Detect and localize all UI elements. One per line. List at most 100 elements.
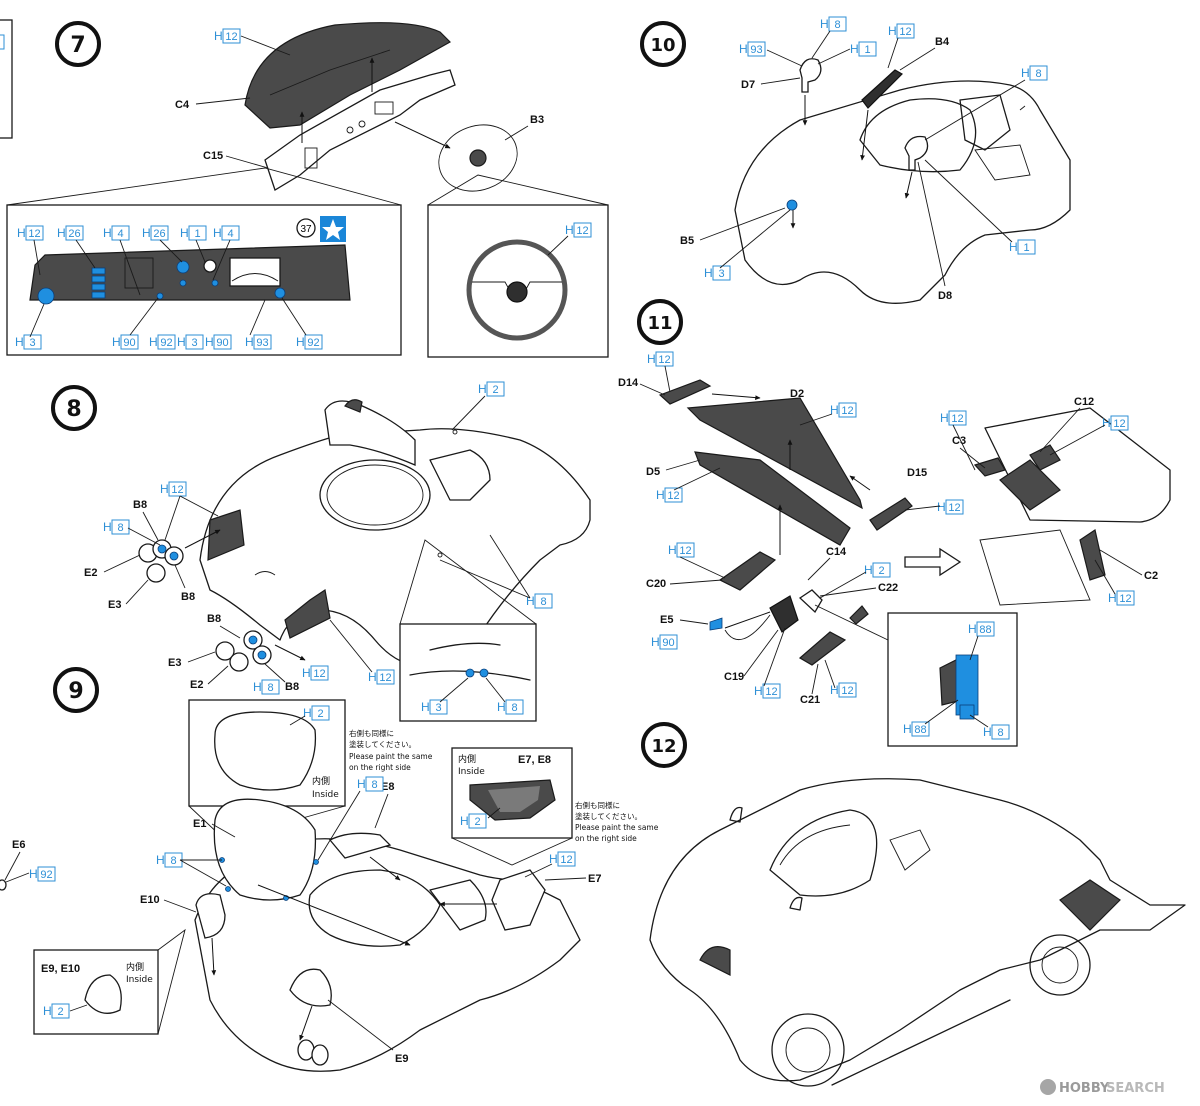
e9-inside-jp: 内側 <box>126 961 144 973</box>
windshield-inside-en: Inside <box>312 790 339 800</box>
svg-text:H: H <box>830 683 839 697</box>
note-right-side-jp-1: 右側も同様に <box>349 728 394 738</box>
svg-text:1: 1 <box>194 228 200 240</box>
svg-text:88: 88 <box>914 724 926 736</box>
part-label-e10: E10 <box>140 894 160 906</box>
part-label-b8-4: B8 <box>285 681 299 693</box>
note-e7-en-1: Please paint the same <box>575 823 659 832</box>
step-8-number: 8 <box>66 397 81 422</box>
part-label-b5: B5 <box>680 235 694 247</box>
svg-text:26: 26 <box>68 228 80 240</box>
svg-text:H: H <box>830 403 839 417</box>
svg-text:H: H <box>17 226 26 240</box>
headlight-bulbs-upper <box>138 539 184 583</box>
svg-text:12: 12 <box>171 484 183 496</box>
svg-text:3: 3 <box>29 337 35 349</box>
part-label-b3: B3 <box>530 114 544 126</box>
part-label-e7: E7 <box>588 873 601 885</box>
headlight-right-step8 <box>284 588 331 639</box>
window-e8 <box>328 832 392 859</box>
headlight-bulbs-lower <box>215 630 272 672</box>
svg-text:92: 92 <box>40 869 52 881</box>
svg-text:H: H <box>142 226 151 240</box>
svg-text:H: H <box>245 335 254 349</box>
svg-text:2: 2 <box>57 1006 63 1018</box>
mirror-d8 <box>904 135 929 171</box>
step-7-number: 7 <box>70 33 85 58</box>
svg-text:H: H <box>160 482 169 496</box>
svg-text:12: 12 <box>667 490 679 502</box>
part-label-b8-1: B8 <box>133 499 147 511</box>
svg-text:12: 12 <box>379 672 391 684</box>
window-e7 <box>491 869 546 931</box>
svg-text:8: 8 <box>997 727 1003 739</box>
e7-inside-jp: 内側 <box>458 753 476 765</box>
part-label-e8: E8 <box>381 781 394 793</box>
svg-text:H: H <box>754 684 763 698</box>
part-label-e1: E1 <box>193 818 206 830</box>
svg-text:88: 88 <box>979 624 991 636</box>
svg-text:H: H <box>565 223 574 237</box>
svg-text:12: 12 <box>313 668 325 680</box>
svg-text:H: H <box>983 725 992 739</box>
marker-circle-37 <box>296 218 316 238</box>
paint-h12-c4: H 12 <box>214 28 241 44</box>
svg-text:H: H <box>1102 416 1111 430</box>
svg-text:H: H <box>704 266 713 280</box>
svg-text:H: H <box>864 563 873 577</box>
svg-text:90: 90 <box>123 337 135 349</box>
svg-text:H: H <box>112 335 121 349</box>
svg-text:12: 12 <box>576 225 588 237</box>
svg-text:12: 12 <box>1119 593 1131 605</box>
svg-text:H: H <box>1009 240 1018 254</box>
part-e5 <box>709 617 723 631</box>
step-11-number: 11 <box>647 313 672 334</box>
step-9-badge <box>53 667 99 713</box>
svg-text:H: H <box>296 335 305 349</box>
e7-inside-en: Inside <box>458 767 485 777</box>
part-label-e9-e10: E9, E10 <box>41 963 80 975</box>
svg-text:12: 12 <box>951 413 963 425</box>
svg-text:H: H <box>43 1004 52 1018</box>
svg-text:H: H <box>214 29 223 43</box>
svg-text:26: 26 <box>153 228 165 240</box>
svg-text:2: 2 <box>317 708 323 720</box>
svg-text:12: 12 <box>841 405 853 417</box>
svg-text:H: H <box>29 867 38 881</box>
steering-wheel-b3 <box>438 124 518 192</box>
svg-text:H: H <box>850 42 859 56</box>
left-edge-paint-box <box>0 34 5 50</box>
svg-text:12: 12 <box>899 26 911 38</box>
svg-text:H: H <box>668 543 677 557</box>
rear-wheel <box>1029 934 1091 996</box>
svg-text:H: H <box>739 42 748 56</box>
part-label-e3-2: E3 <box>168 657 181 669</box>
windshield-inside-jp: 内側 <box>312 775 330 787</box>
part-label-d14: D14 <box>618 377 639 389</box>
svg-text:12: 12 <box>658 354 670 366</box>
car-body-complete <box>649 778 1186 1082</box>
windshield-inset-drawing <box>214 711 317 791</box>
svg-text:3: 3 <box>191 337 197 349</box>
svg-text:H: H <box>1108 591 1117 605</box>
part-label-d5: D5 <box>646 466 660 478</box>
svg-text:H: H <box>460 814 469 828</box>
svg-text:12: 12 <box>841 685 853 697</box>
svg-text:3: 3 <box>718 268 724 280</box>
part-label-c19: C19 <box>724 671 744 683</box>
wing-mount-c22 <box>798 589 823 614</box>
part-label-e5: E5 <box>660 614 673 626</box>
svg-text:H: H <box>368 670 377 684</box>
svg-text:H: H <box>103 226 112 240</box>
svg-text:4: 4 <box>227 228 233 240</box>
svg-text:H: H <box>888 24 897 38</box>
svg-text:H: H <box>205 335 214 349</box>
part-label-e9: E9 <box>395 1053 408 1065</box>
svg-text:H: H <box>647 352 656 366</box>
svg-text:8: 8 <box>834 19 840 31</box>
svg-text:8: 8 <box>540 596 546 608</box>
